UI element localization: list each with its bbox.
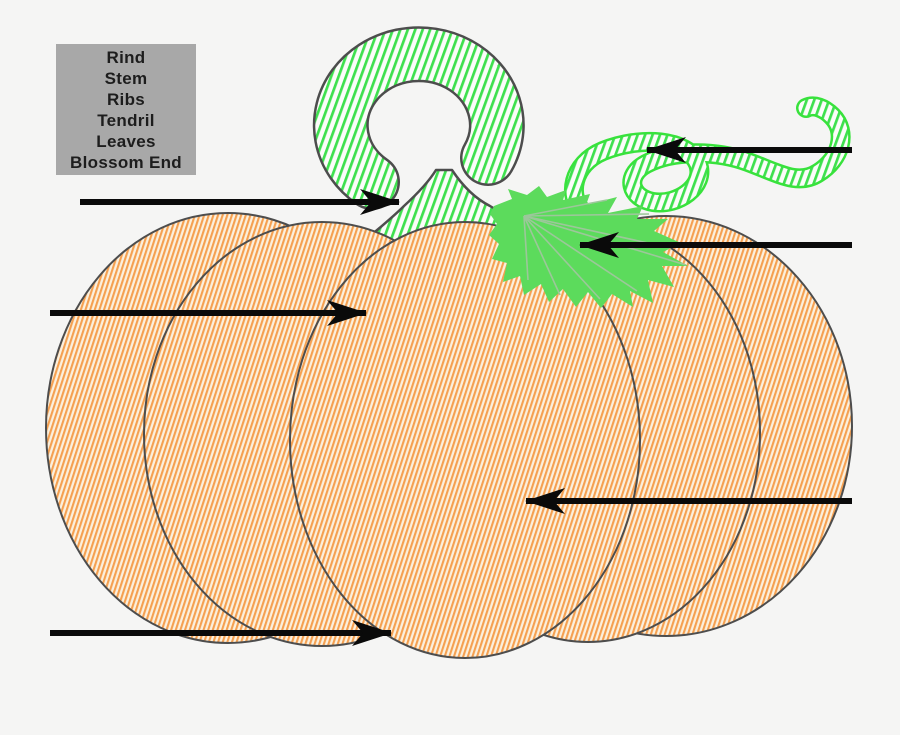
word-bank: Rind Stem Ribs Tendril Leaves Blossom En… <box>56 44 196 175</box>
word-bank-item: Stem <box>104 68 148 88</box>
tendril-body <box>566 98 849 222</box>
pumpkin-body-graphic <box>45 212 853 659</box>
stem-curl <box>315 28 523 208</box>
word-bank-item: Ribs <box>106 89 146 109</box>
word-bank-item: Rind <box>106 47 146 67</box>
word-bank-item: Leaves <box>96 131 156 151</box>
tendril-graphic <box>563 96 851 224</box>
word-bank-item: Blossom End <box>70 152 182 172</box>
label-arrows <box>50 137 852 646</box>
word-bank-item: Tendril <box>97 110 155 130</box>
pumpkin-lobe-center <box>289 221 641 659</box>
